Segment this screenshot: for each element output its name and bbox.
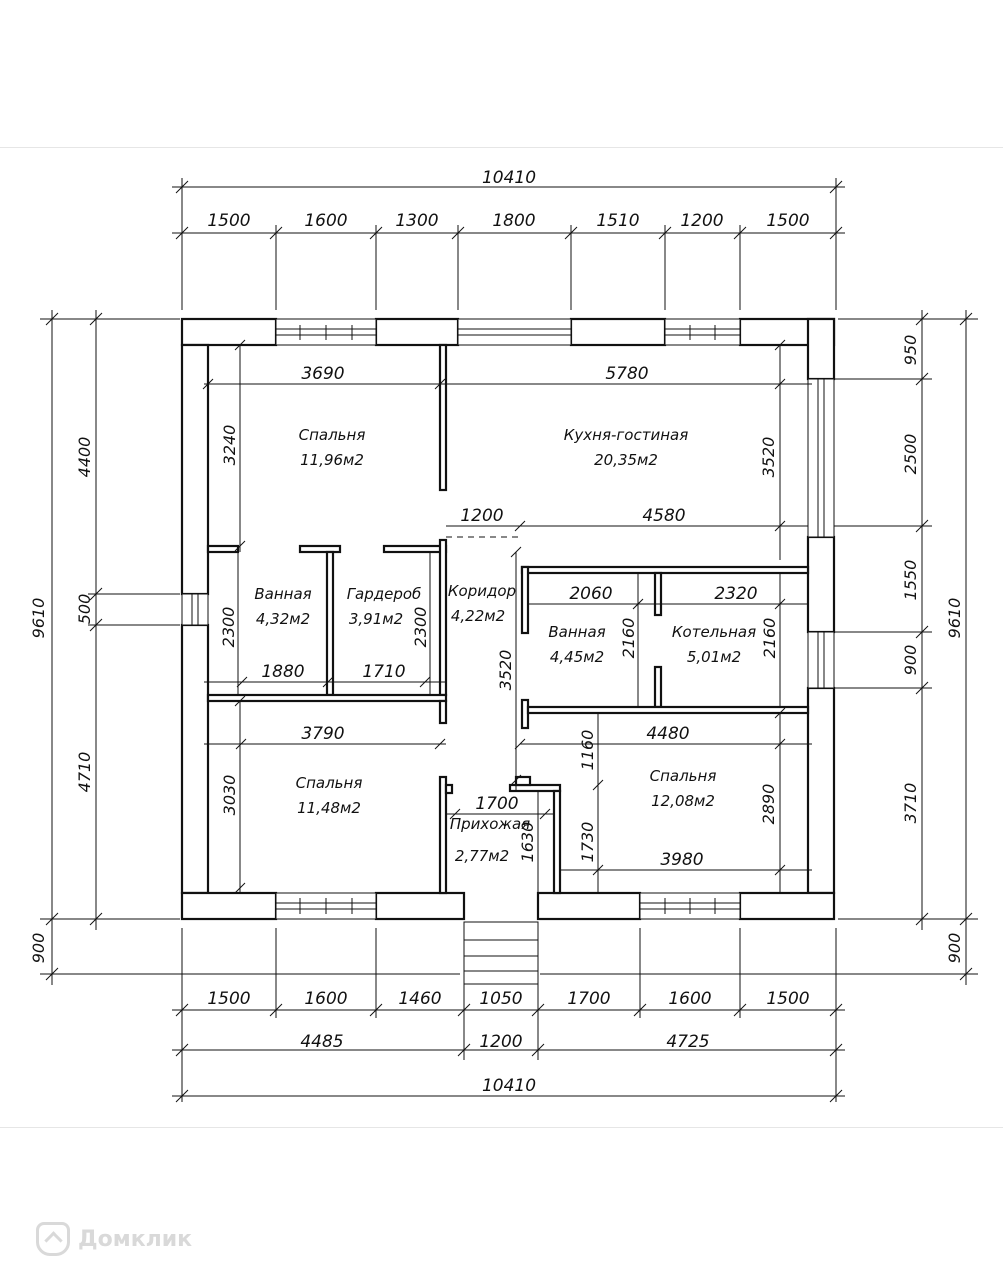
boiler-area: 5,01м2 — [687, 648, 741, 666]
bottom-seg-4: 1050 — [479, 989, 522, 1009]
corridor-area: 4,22м2 — [451, 607, 505, 625]
right-porch-dim: 900 — [945, 933, 964, 964]
top-seg-2: 1600 — [304, 211, 347, 231]
kitchen-width: 5780 — [605, 364, 648, 384]
hall-height: 1630 — [518, 822, 537, 863]
house-logo-icon — [36, 1222, 70, 1256]
boiler-name: Котельная — [672, 623, 756, 641]
bottom-seg-7: 1500 — [766, 989, 809, 1009]
top-ticks — [175, 225, 843, 310]
left-overall-dim: 9610 — [29, 598, 48, 639]
top-seg-3: 1300 — [395, 211, 438, 231]
bath1-name: Ванная — [254, 585, 311, 603]
watermark-text: Домклик — [78, 1226, 193, 1252]
bedroom3-width-bottom: 3980 — [660, 850, 703, 870]
bath2-name: Ванная — [548, 623, 605, 641]
bedroom2-height: 3030 — [220, 775, 239, 816]
bath2-width: 2060 — [569, 584, 612, 604]
window-left — [181, 593, 209, 626]
top-seg-5: 1510 — [596, 211, 639, 231]
hall-width: 1700 — [475, 794, 518, 814]
bottom-seg-1: 1500 — [207, 989, 250, 1009]
screen-divider-top — [0, 147, 1003, 148]
bedroom3-width-top: 4480 — [646, 724, 689, 744]
watermark: Домклик — [36, 1222, 192, 1256]
bottom-group-3: 4725 — [666, 1032, 709, 1052]
kitchen-sub-a: 1200 — [460, 506, 503, 526]
bottom-seg-5: 1700 — [567, 989, 610, 1009]
bedroom3-height-small-b: 1730 — [578, 822, 597, 863]
window-top-2 — [457, 318, 572, 346]
bedroom1-height: 3240 — [220, 425, 239, 466]
left-porch-dim: 900 — [29, 933, 48, 964]
bottom-group-1: 4485 — [300, 1032, 343, 1052]
boiler-width: 2320 — [714, 584, 757, 604]
bath1-area: 4,32м2 — [256, 610, 310, 628]
bath2-height: 2160 — [619, 618, 638, 659]
bedroom1-name: Спальня — [299, 426, 366, 444]
kitchen-area: 20,35м2 — [594, 451, 658, 469]
bottom-seg-2: 1600 — [304, 989, 347, 1009]
bedroom1-area: 11,96м2 — [300, 451, 364, 469]
bath2-area: 4,45м2 — [550, 648, 604, 666]
bottom-seg-6: 1600 — [668, 989, 711, 1009]
bedroom3-name: Спальня — [650, 767, 717, 785]
top-seg-1: 1500 — [207, 211, 250, 231]
top-seg-7: 1500 — [766, 211, 809, 231]
bedroom3-height-small-a: 1160 — [578, 730, 597, 771]
window-right-1 — [807, 378, 835, 538]
corridor-height: 3520 — [496, 650, 515, 691]
corridor-name: Коридор — [448, 582, 516, 600]
bedroom2-name: Спальня — [296, 774, 363, 792]
right-seg-5: 3710 — [901, 783, 920, 824]
windows — [181, 318, 835, 920]
wardrobe-width: 1710 — [362, 662, 405, 682]
exterior-walls — [180, 317, 836, 921]
room-dimension-text: 3690 5780 3240 3520 1200 4580 2300 2300 … — [219, 364, 779, 870]
window-right-2 — [807, 631, 835, 689]
bedroom3-area: 12,08м2 — [651, 792, 715, 810]
right-seg-1: 950 — [901, 335, 920, 366]
bottom-group-2: 1200 — [479, 1032, 522, 1052]
right-dimensions: 9610 900 950 2500 1550 900 3710 — [540, 310, 978, 985]
left-seg-1: 4400 — [75, 437, 94, 478]
entrance-steps — [463, 893, 539, 985]
top-seg-4: 1800 — [492, 211, 535, 231]
bottom-seg-3: 1460 — [398, 989, 441, 1009]
top-overall-dim: 10410 — [482, 168, 536, 188]
left-dimensions: 9610 900 4400 500 4710 — [29, 310, 460, 985]
window-top-3 — [664, 318, 741, 346]
interior-walls — [206, 343, 810, 895]
bath1-height: 2300 — [219, 607, 238, 648]
wardrobe-height: 2300 — [411, 607, 430, 648]
kitchen-height: 3520 — [759, 437, 778, 478]
hall-name: Прихожая — [450, 815, 530, 833]
bedroom3-height: 2890 — [759, 784, 778, 825]
right-seg-4: 900 — [901, 645, 920, 676]
wardrobe-area: 3,91м2 — [349, 610, 403, 628]
wardrobe-name: Гардероб — [347, 585, 422, 603]
bedroom1-width: 3690 — [301, 364, 344, 384]
top-seg-6: 1200 — [680, 211, 723, 231]
hall-area: 2,77м2 — [455, 847, 509, 865]
bottom-dimensions: 1500 1600 1460 1050 1700 1600 1500 4485 … — [172, 928, 845, 1103]
right-overall-dim: 9610 — [945, 598, 964, 639]
bedroom2-area: 11,48м2 — [297, 799, 361, 817]
bedroom2-width: 3790 — [301, 724, 344, 744]
boiler-height: 2160 — [760, 618, 779, 659]
bath1-width: 1880 — [261, 662, 304, 682]
right-seg-2: 2500 — [901, 434, 920, 475]
bottom-overall-dim: 10410 — [482, 1076, 536, 1096]
room-dimension-lines — [202, 339, 812, 894]
kitchen-sub-b: 4580 — [642, 506, 685, 526]
top-dimensions: 10410 1500 1600 1300 1800 1510 1200 1500 — [172, 168, 845, 310]
screen-divider-bottom — [0, 1127, 1003, 1128]
right-seg-3: 1550 — [901, 560, 920, 601]
left-seg-3: 4710 — [75, 752, 94, 793]
left-seg-2: 500 — [75, 594, 94, 625]
room-labels: Спальня 11,96м2 Кухня-гостиная 20,35м2 В… — [254, 426, 756, 865]
kitchen-name: Кухня-гостиная — [564, 426, 688, 444]
